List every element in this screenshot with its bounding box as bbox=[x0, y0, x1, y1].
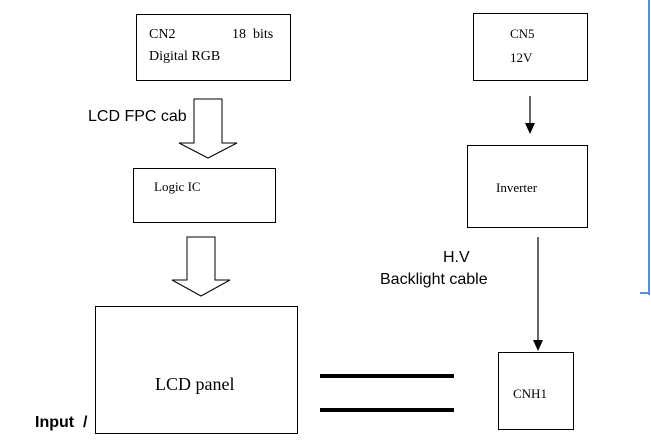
inverter-box: Inverter bbox=[467, 145, 588, 228]
arrowhead-cn5-to-inverter bbox=[525, 123, 535, 134]
cnh1-label: CNH1 bbox=[513, 386, 547, 401]
lcd-fpc-cable-label: LCD FPC cab bbox=[88, 108, 187, 125]
backlight-cable-label: Backlight cable bbox=[380, 271, 488, 288]
cn2-title: CN2 bbox=[149, 27, 176, 42]
hollow-arrow-cn2-to-logic bbox=[178, 98, 238, 159]
lcd-panel-label: LCD panel bbox=[155, 374, 235, 394]
cn2-box: CN2 18 bits Digital RGB bbox=[136, 14, 291, 81]
cn5-voltage: 12V bbox=[510, 50, 533, 65]
cn5-title: CN5 bbox=[510, 26, 535, 41]
input-label: Input / bbox=[35, 414, 88, 431]
hollow-arrow-logic-to-panel bbox=[171, 236, 231, 297]
arrowhead-inverter-to-cnh1 bbox=[533, 340, 543, 351]
cnh1-box: CNH1 bbox=[498, 352, 574, 430]
cn5-box: CN5 12V bbox=[473, 13, 588, 81]
cn2-digital-rgb: Digital RGB bbox=[149, 49, 221, 64]
cn2-bits: 18 bits bbox=[232, 27, 274, 42]
logic-ic-label: Logic IC bbox=[154, 179, 201, 194]
page-edge-tick bbox=[640, 292, 650, 294]
inverter-label: Inverter bbox=[496, 180, 538, 195]
hv-label: H.V bbox=[443, 249, 470, 266]
logic-ic-box: Logic IC bbox=[133, 168, 276, 223]
page-edge-line bbox=[648, 0, 650, 295]
lcd-panel-box: LCD panel bbox=[95, 306, 298, 434]
